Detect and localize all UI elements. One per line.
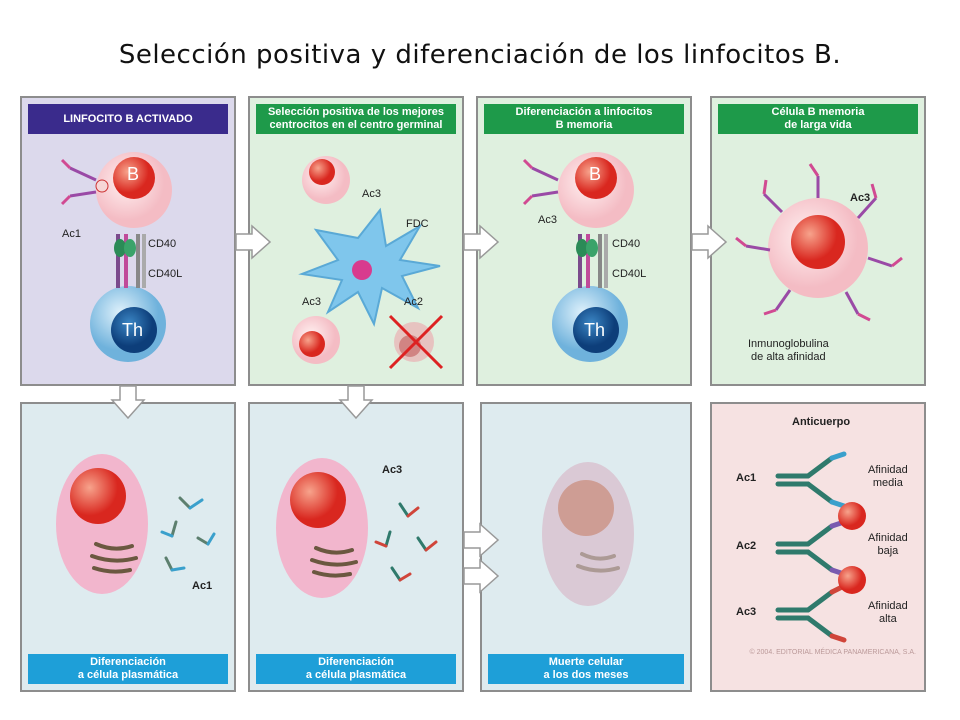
ac3-label: Ac3 (736, 606, 757, 618)
th-cell-nucleus (111, 307, 157, 353)
dying-cell-illustration (542, 462, 634, 606)
panel-plasma-cell-ac1: Ac1 Diferenciación a célula plasmática (20, 402, 236, 692)
antigen-high (838, 566, 866, 594)
ac2-label: Ac2 (404, 296, 423, 308)
membrane-antibodies (60, 158, 109, 206)
panel-memory-differentiation: Diferenciación a linfocitos B memoria B … (476, 96, 692, 386)
b-cell-nucleus (113, 157, 155, 199)
cell-th-label: Th (584, 320, 606, 340)
cd40-label: CD40 (612, 238, 641, 250)
panel-footer: Diferenciación a célula plasmática (256, 654, 456, 684)
fdc-label: FDC (406, 218, 429, 230)
panel-header: LINFOCITO B ACTIVADO (28, 104, 228, 134)
panel-cell-death: Muerte celular a los dos meses (480, 402, 692, 692)
antibody-label: Ac3 (382, 464, 403, 476)
panel-activated-b-cell: LINFOCITO B ACTIVADO B Th Ac1 CD40 CD40L (20, 96, 236, 386)
cd40l-label: CD40L (612, 268, 647, 280)
panel-plasma-cell-ac3: Ac3 Diferenciación a célula plasmática (248, 402, 464, 692)
panel-antibody-affinity: Anticuerpo Ac1 Ac2 Ac3 Afinidad media Af… (710, 402, 926, 692)
b-th-interaction-illustration (60, 152, 172, 362)
memory-b-cell-nucleus (791, 215, 845, 269)
panel-header: Célula B memoria de larga vida (718, 104, 918, 134)
page-title: Selección positiva y diferenciación de l… (118, 40, 842, 70)
copyright-notice: © 2004. EDITORIAL MÉDICA PANAMERICANA, S… (749, 649, 916, 656)
antibody-heading: Anticuerpo (792, 416, 851, 428)
high-affinity-note: Inmunoglobulina de alta afinidad (748, 338, 829, 363)
affinity-high-label: Afinidad alta (868, 600, 908, 625)
panel-header: Diferenciación a linfocitos B memoria (484, 104, 684, 134)
panel-positive-selection: Selección positiva de los mejores centro… (248, 96, 464, 386)
ac3-top-label: Ac3 (362, 188, 381, 200)
antibody-label: Ac1 (62, 228, 81, 240)
panel-footer: Diferenciación a célula plasmática (28, 654, 228, 684)
cd40l-label: CD40L (148, 268, 183, 280)
b-th-interaction-illustration (522, 152, 634, 362)
germinal-center-illustration (292, 156, 444, 370)
affinity-medium-label: Afinidad media (868, 464, 908, 489)
panel-long-lived-memory-cell: Célula B memoria de larga vida Ac3 Inmun… (710, 96, 926, 386)
cell-b-label: B (589, 164, 602, 184)
affinity-low-label: Afinidad baja (868, 532, 908, 557)
antibody-label: Ac1 (192, 580, 213, 592)
antigen-medium (838, 502, 866, 530)
antibody-label: Ac3 (538, 214, 557, 226)
cell-b-label: B (127, 164, 140, 184)
antibody-label: Ac3 (850, 192, 871, 204)
plasma-cell-illustration (56, 454, 216, 594)
ac2-label: Ac2 (736, 540, 757, 552)
panel-header: Selección positiva de los mejores centro… (256, 104, 456, 134)
plasma-cell-nucleus (70, 468, 126, 524)
plasma-cell-illustration (276, 458, 438, 598)
cd40-receptor (114, 234, 146, 288)
cross-icon (388, 314, 444, 370)
ac1-label: Ac1 (736, 472, 757, 484)
memory-cell-illustration (735, 163, 903, 322)
ac3-bottom-label: Ac3 (302, 296, 321, 308)
cell-th-label: Th (122, 320, 144, 340)
panel-footer: Muerte celular a los dos meses (488, 654, 684, 684)
affinity-comparison-illustration (775, 451, 866, 643)
cd40-label: CD40 (148, 238, 177, 250)
